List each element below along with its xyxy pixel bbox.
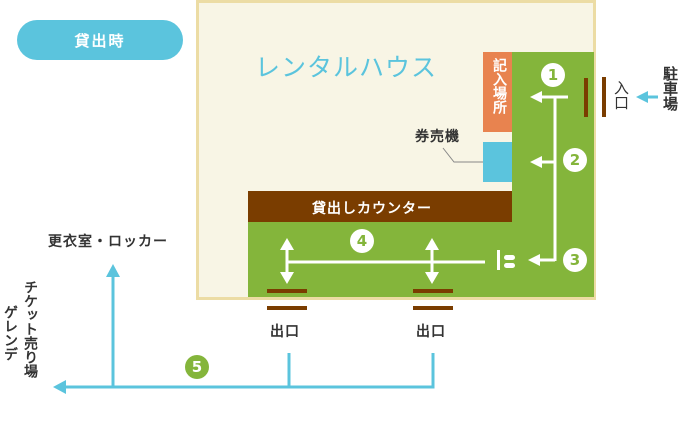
double-arrow-left [280,238,294,284]
arrow-to-changing-room [106,264,120,277]
ticket-machine-leader [442,147,483,163]
exit-label-right: 出口 [416,324,446,340]
registration-area-box [483,52,512,132]
entrance-door-inner [584,78,588,117]
exit-label-left: 出口 [270,324,300,340]
step-2-badge: 2 [563,148,587,172]
ticket-machine-box [483,142,512,182]
slope-label: ゲレンデ [2,305,18,361]
double-arrow-right [425,238,439,284]
changing-room-label: 更衣室・ロッカー [48,234,168,250]
step-1-badge: 1 [541,63,565,87]
rental-counter-label: 貸出しカウンター [312,201,432,217]
entrance-door-outer [602,77,606,117]
mode-badge: 貸出時 [17,20,183,60]
step-4-badge: 4 [350,229,374,253]
rental-counter-bar [248,191,512,222]
outside-route [62,276,435,389]
step-5-badge: 5 [185,355,209,379]
registration-area-label: 記入場所 [491,58,507,114]
ticket-machine-label: 券売機 [415,129,460,145]
arrow-to-slope [53,380,66,394]
footprints-icon [504,255,515,268]
exit-doors [267,289,453,310]
gate-bar [497,250,500,270]
step-3-badge: 3 [563,248,587,272]
parking-label: 駐車場 [661,66,679,111]
entrance-label: 入口 [612,80,630,110]
ticket-office-label: チケット売り場 [22,280,38,378]
building-title: レンタルハウス [255,53,438,82]
